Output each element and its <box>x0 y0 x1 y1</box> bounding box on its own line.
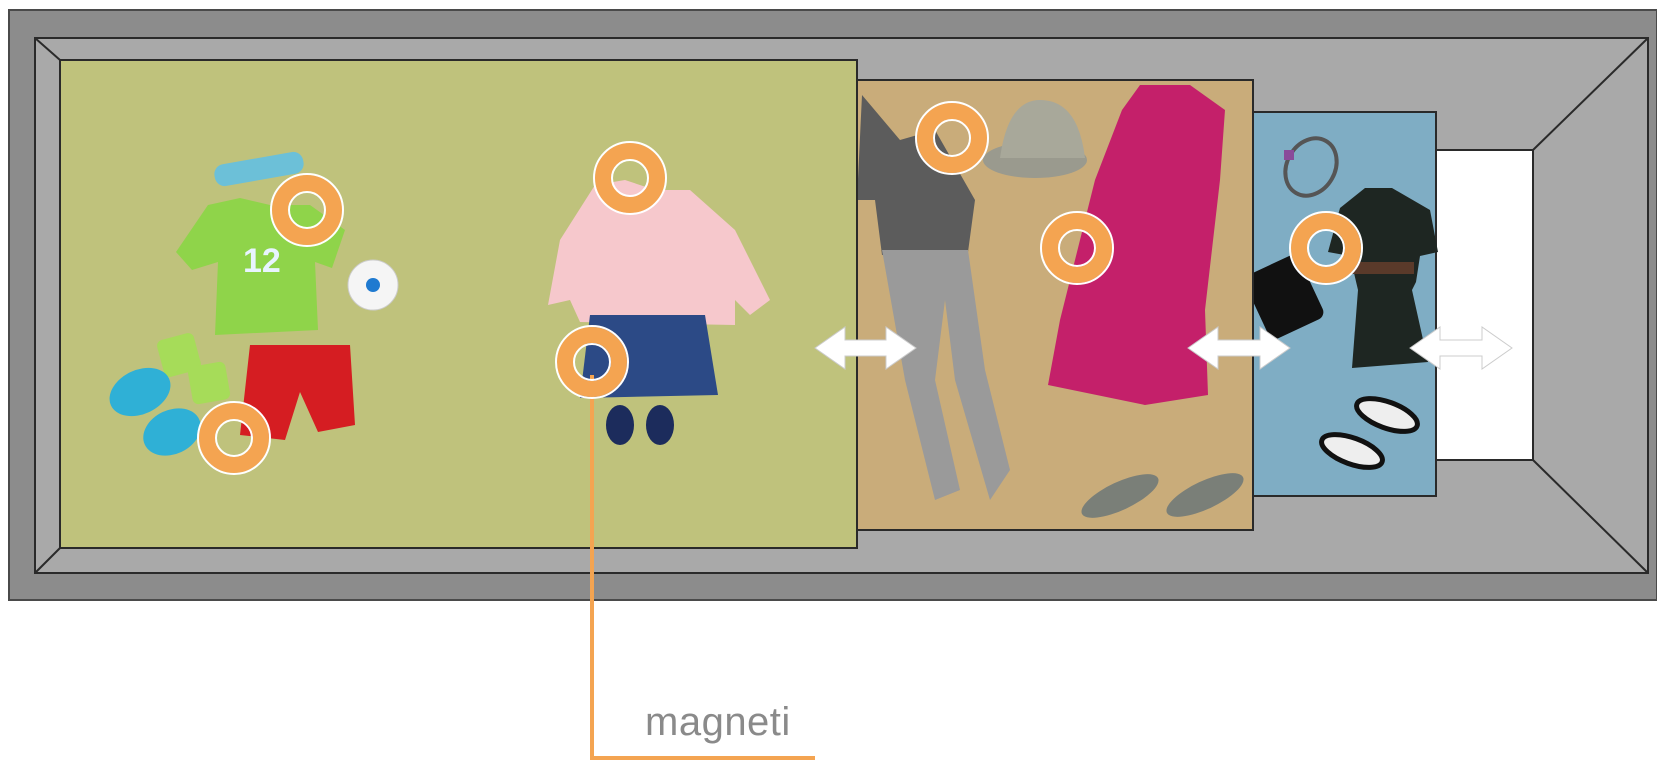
back-wall <box>1432 150 1533 460</box>
baby-shoe-2 <box>646 405 674 445</box>
jersey-number: 12 <box>243 242 281 280</box>
wristband-2 <box>187 361 231 405</box>
adult-panel <box>1242 112 1438 496</box>
kids-panel: 12 <box>60 60 857 548</box>
magnet-callout-label: magneti <box>645 702 791 742</box>
bracelet-charm <box>1284 150 1294 160</box>
soccer-ball-patch <box>366 278 380 292</box>
dress-belt <box>1352 262 1414 274</box>
baby-shoe-1 <box>606 405 634 445</box>
